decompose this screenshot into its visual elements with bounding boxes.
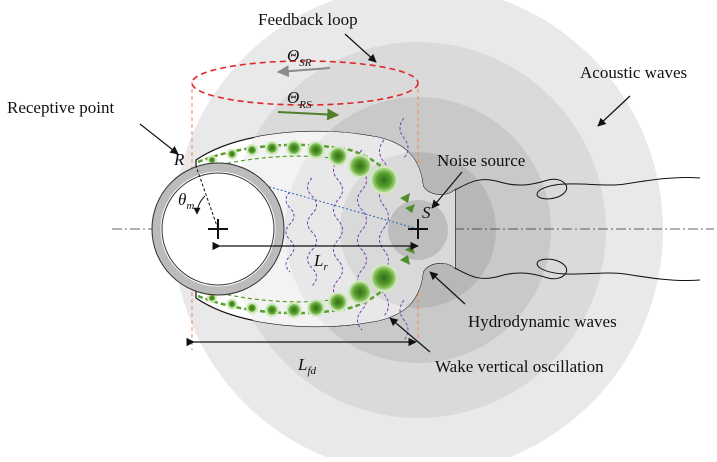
rs-line bbox=[195, 165, 419, 230]
feedback-loop-ellipse bbox=[191, 60, 419, 106]
far-wake-lines bbox=[454, 176, 701, 282]
wake-oscillation-label: Wake vertical oscillation bbox=[435, 357, 604, 376]
noise-source-label: Noise source bbox=[437, 151, 525, 170]
cylinder-ring bbox=[151, 162, 285, 296]
theta-rs-symbol: ΘRS bbox=[287, 88, 312, 111]
acoustic-waves-label: Acoustic waves bbox=[580, 63, 687, 82]
upper-vortex bbox=[286, 140, 302, 156]
upper-vortex bbox=[265, 141, 279, 155]
lower-vortex bbox=[246, 302, 258, 314]
noise-source-callout bbox=[431, 171, 463, 209]
cylinder-center-cross bbox=[208, 219, 228, 239]
upper-vortex bbox=[307, 141, 325, 159]
lower-vortex bbox=[348, 280, 372, 304]
lower-vortex bbox=[328, 292, 348, 312]
cylinder-outer-edge bbox=[151, 162, 285, 296]
radius-line bbox=[195, 165, 219, 230]
upper-vortex bbox=[328, 146, 348, 166]
r-point-symbol: R bbox=[173, 150, 185, 169]
theta-rs-arrow bbox=[277, 108, 340, 121]
theta-sr-arrow bbox=[276, 65, 331, 78]
lfd-symbol: Lfd bbox=[297, 355, 317, 377]
hydrodynamic-waves-label: Hydrodynamic waves bbox=[468, 312, 617, 331]
lower-vortex bbox=[226, 298, 238, 310]
upper-vortex bbox=[348, 154, 372, 178]
feedback-loop-callout bbox=[344, 33, 377, 63]
receptive-point-label: Receptive point bbox=[7, 98, 114, 117]
upper-vortex bbox=[226, 148, 238, 160]
lower-vortex bbox=[265, 303, 279, 317]
receptive-point-callout bbox=[139, 123, 179, 155]
theta-m-symbol: θm bbox=[178, 190, 194, 212]
acoustic-waves-callout bbox=[597, 95, 631, 127]
feedback-loop-label: Feedback loop bbox=[258, 10, 358, 29]
lower-vortex bbox=[286, 302, 302, 318]
lower-vortex bbox=[370, 264, 398, 292]
theta-m-arc bbox=[193, 195, 206, 215]
lr-symbol: Lr bbox=[313, 251, 328, 273]
hydrodynamic-waves-callout bbox=[429, 271, 466, 305]
vortices bbox=[207, 140, 398, 318]
upper-vortex bbox=[370, 166, 398, 194]
upper-vortex bbox=[246, 144, 258, 156]
theta-sr-symbol: ΘSR bbox=[287, 46, 312, 69]
noise-source-cross bbox=[408, 219, 428, 239]
s-point-symbol: S bbox=[422, 203, 431, 222]
wake-oscillation-callout bbox=[389, 317, 431, 353]
lower-vortex bbox=[307, 299, 325, 317]
